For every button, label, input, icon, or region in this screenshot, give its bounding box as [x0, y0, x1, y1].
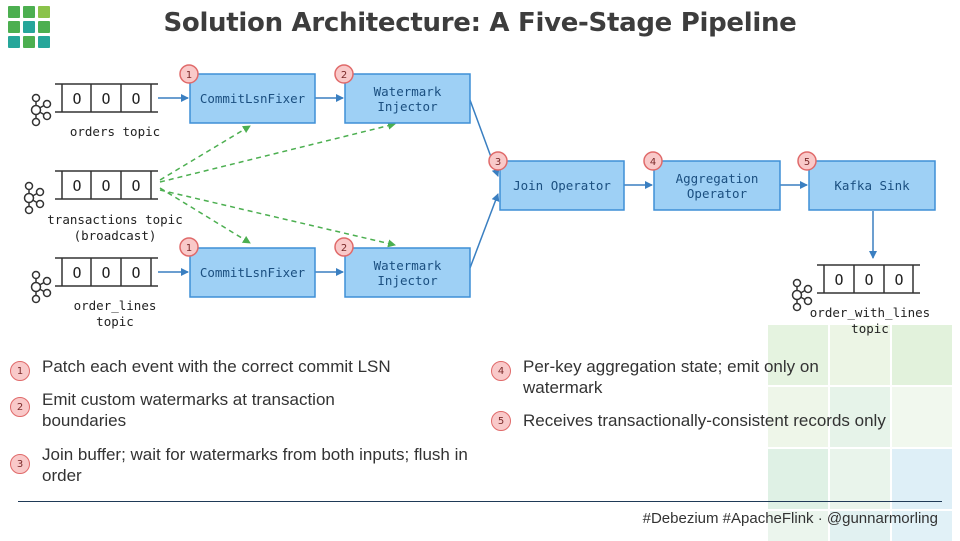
join-operator-box	[499, 160, 625, 211]
footer-hashtags: #Debezium #ApacheFlink · @gunnarmorling	[642, 510, 938, 527]
commit-fixer-top-box	[189, 73, 316, 124]
kafka-sink-label: Kafka Sink	[834, 178, 910, 193]
label-line: Operator	[686, 185, 748, 201]
badge-number: 2	[341, 70, 347, 81]
queue-slot: O	[72, 90, 81, 108]
queue-slot: O	[131, 264, 140, 282]
kafka-sink-box	[808, 160, 936, 211]
badge-number: 1	[186, 243, 192, 254]
queue-slot: O	[864, 271, 873, 289]
join-operator-label: Join Operator	[513, 178, 611, 193]
queue-slot: O	[101, 90, 110, 108]
queue-slot: O	[834, 271, 843, 289]
commit-fixer-bottom-label: CommitLsnFixer	[199, 265, 306, 280]
badge-circle	[797, 151, 817, 171]
transactions-topic-label: transactions topic (broadcast)	[20, 212, 210, 244]
label-line: transactions topic	[47, 212, 183, 227]
watermark-bottom-label: Watermark Injector	[345, 248, 470, 297]
badge-number: 2	[341, 243, 347, 254]
aggregation-operator-label: Aggregation Operator	[654, 161, 780, 210]
label-line: Watermark	[373, 257, 442, 273]
label-line: Injector	[377, 272, 438, 288]
label-line: topic	[96, 314, 134, 329]
watermark-bottom-box	[344, 247, 471, 298]
output-topic-label: order_with_lines topic	[790, 305, 950, 337]
queue-slot: O	[131, 90, 140, 108]
badge-number: 1	[186, 70, 192, 81]
badge-circle	[643, 151, 663, 171]
watermark-top-label: Watermark Injector	[345, 74, 470, 123]
queue-transactions	[55, 170, 158, 200]
legend-item-1: 1 Patch each event with the correct comm…	[10, 356, 480, 381]
queue-slot: O	[72, 264, 81, 282]
queue-slot: O	[894, 271, 903, 289]
badge-number: 3	[10, 454, 30, 474]
label-line: order_with_lines	[809, 305, 931, 320]
badge-number: 1	[10, 361, 30, 381]
legend-item-5: 5 Receives transactionally-consistent re…	[491, 410, 951, 431]
broadcast-arrows	[159, 121, 396, 248]
legend-item-2: 2 Emit custom watermarks at transaction …	[10, 389, 410, 431]
decorative-squares	[760, 325, 960, 541]
badge-number: 4	[491, 361, 511, 381]
orders-topic-label: orders topic	[69, 124, 161, 139]
legend-item-3: 3 Join buffer; wait for watermarks from …	[10, 444, 490, 486]
badge-circle	[334, 64, 354, 84]
badge-number: 2	[10, 397, 30, 417]
kafka-icon	[30, 93, 52, 127]
badge-number: 4	[650, 157, 656, 168]
queue-output	[817, 264, 920, 294]
label-line: Injector	[377, 98, 438, 114]
badge-number: 5	[491, 411, 511, 431]
label-line: Aggregation	[675, 170, 759, 186]
queue-slot: O	[131, 177, 140, 195]
kafka-icon	[23, 181, 45, 215]
label-line: Watermark	[373, 83, 442, 99]
queue-slot: O	[101, 264, 110, 282]
badge-circle	[179, 237, 199, 257]
badge-number: 3	[495, 157, 501, 168]
legend-text: Per-key aggregation state; emit only on …	[523, 357, 819, 397]
watermark-top-box	[344, 73, 471, 124]
commit-fixer-top-label: CommitLsnFixer	[199, 91, 306, 106]
badge-circle	[179, 64, 199, 84]
aggregation-operator-box	[653, 160, 781, 211]
page-title: Solution Architecture: A Five-Stage Pipe…	[163, 8, 797, 38]
legend-text: Emit custom watermarks at transaction bo…	[42, 390, 335, 430]
queue-orders	[55, 83, 158, 113]
badge-circle	[334, 237, 354, 257]
commit-fixer-bottom-box	[189, 247, 316, 298]
label-line: order_lines	[73, 298, 157, 313]
label-line: (broadcast)	[73, 228, 157, 243]
legend-text: Patch each event with the correct commit…	[42, 357, 391, 376]
badge-circle	[488, 151, 508, 171]
badge-number: 5	[804, 157, 810, 168]
legend-item-4: 4 Per-key aggregation state; emit only o…	[491, 356, 881, 398]
logo	[8, 6, 50, 48]
legend-text: Receives transactionally-consistent reco…	[523, 411, 886, 430]
order-lines-topic-label: order_lines topic	[40, 298, 190, 330]
footer-divider	[18, 501, 942, 502]
legend-text: Join buffer; wait for watermarks from bo…	[42, 445, 468, 485]
queue-slot: O	[72, 177, 81, 195]
queue-order-lines	[55, 257, 158, 287]
queue-slot: O	[101, 177, 110, 195]
label-line: topic	[851, 321, 889, 336]
